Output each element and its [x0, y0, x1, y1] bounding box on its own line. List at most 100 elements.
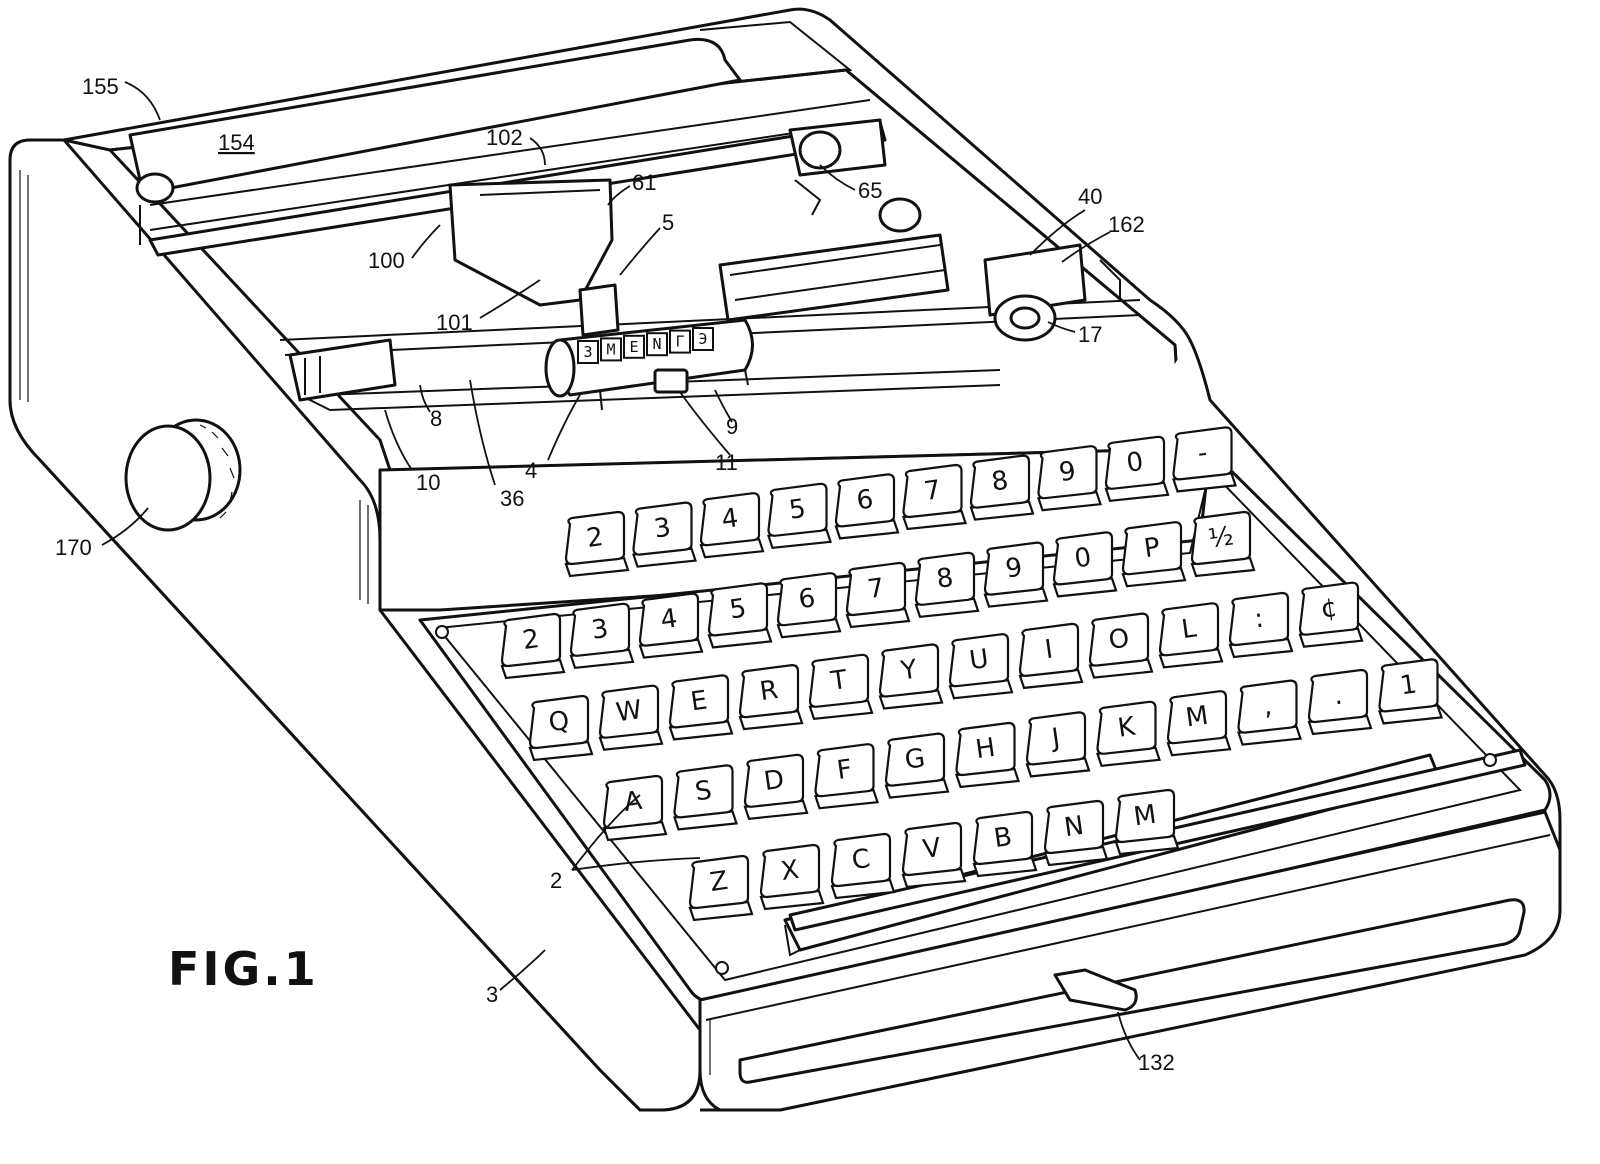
key-face: [1307, 668, 1369, 724]
key-label: 1: [1398, 669, 1419, 701]
key-label: 8: [990, 466, 1011, 498]
key-label: ½: [1206, 521, 1235, 554]
key-label: G: [903, 743, 927, 776]
key-upper-0: 2: [500, 612, 566, 680]
key-z-1: X: [759, 843, 825, 911]
key-label: D: [762, 765, 786, 797]
key-face: [564, 510, 626, 566]
key-face: [969, 454, 1031, 509]
key-upper-9: P: [1121, 521, 1187, 588]
key-face: [688, 854, 750, 910]
label-5: 5: [662, 210, 674, 235]
label-10: 10: [416, 470, 440, 495]
key-top-5: 7: [902, 463, 967, 531]
key-face: [1121, 521, 1183, 576]
key-label: 5: [728, 593, 749, 625]
key-upper-10: ½: [1190, 510, 1256, 578]
drum-cell: [692, 327, 714, 351]
key-q-2: E: [668, 674, 734, 741]
key-q-3: R: [738, 663, 804, 731]
key-face: [673, 764, 734, 819]
key-face: [1378, 658, 1439, 713]
key-upper-2: 4: [638, 592, 704, 659]
key-label: 4: [659, 604, 680, 636]
drum-character: E: [629, 338, 638, 356]
key-label: Q: [547, 706, 571, 739]
label-61: 61: [632, 170, 656, 195]
key-label: W: [614, 695, 644, 728]
drum-character: N: [652, 335, 661, 353]
key-top-8: 0: [1104, 435, 1170, 502]
label-101: 101: [436, 310, 473, 335]
key-label: B: [992, 822, 1014, 854]
key-label: 8: [935, 563, 956, 595]
figure-title: FIG.1: [168, 942, 319, 996]
key-label: N: [1062, 811, 1085, 843]
key-face: [1052, 531, 1114, 586]
key-z-2: C: [830, 832, 896, 900]
key-q-6: U: [948, 633, 1014, 700]
key-label: 2: [585, 522, 606, 554]
drum-character: 3: [583, 343, 592, 361]
key-face: [845, 561, 907, 617]
key-label: H: [974, 733, 998, 765]
key-upper-5: 7: [845, 561, 911, 629]
key-q-8: O: [1088, 612, 1154, 679]
label-3: 3: [486, 982, 498, 1007]
key-upper-1: 3: [569, 602, 635, 669]
label-17: 17: [1078, 322, 1102, 347]
key-label: 3: [590, 614, 611, 646]
key-label: 7: [922, 475, 943, 507]
key-label: K: [1116, 712, 1138, 744]
key-a-8: M: [1166, 690, 1232, 757]
label-162: 162: [1108, 212, 1145, 237]
key-z-3: V: [901, 821, 967, 889]
key-label: P: [1142, 532, 1162, 564]
key-face: [598, 684, 660, 739]
key-face: [948, 633, 1010, 688]
label-4: 4: [525, 458, 537, 483]
key-label: .: [1332, 681, 1344, 712]
reference-labels: 155 154 102 61 5 65 40 162 100 101 17 8 …: [55, 74, 1175, 1075]
key-z-4: B: [972, 810, 1038, 878]
key-face: [1043, 799, 1105, 855]
key-face: [814, 743, 875, 798]
key-label: 0: [1073, 542, 1094, 574]
key-a-2: D: [743, 753, 809, 820]
key-q-4: T: [808, 653, 874, 720]
key-label: 3: [652, 513, 673, 545]
key-label: I: [1043, 635, 1055, 666]
key-label: 2: [521, 624, 542, 656]
key-z-0: Z: [688, 854, 754, 922]
drum-cell: [600, 337, 622, 362]
drum-cell: [669, 329, 691, 354]
key-z-5: N: [1043, 799, 1109, 867]
key-face: [830, 832, 892, 888]
key-label: 0: [1125, 447, 1146, 479]
key-face: [1172, 426, 1233, 481]
key-face: [500, 612, 562, 668]
key-face: [699, 492, 761, 547]
key-a-10: .: [1307, 668, 1373, 736]
key-face: [1228, 591, 1290, 647]
key-face: [972, 810, 1034, 866]
key-label: 7: [866, 573, 887, 605]
key-face: [738, 663, 800, 719]
key-face: [1114, 788, 1176, 844]
drum-cell: [577, 340, 599, 364]
key-label: M: [1184, 701, 1210, 734]
key-label: L: [1180, 613, 1199, 645]
key-top-0: 2: [564, 510, 630, 578]
key-label: 5: [787, 494, 808, 526]
key-a-7: K: [1096, 700, 1161, 767]
drum-character: M: [606, 340, 615, 358]
key-a-1: S: [673, 764, 738, 831]
key-a-6: J: [1025, 711, 1091, 778]
key-a-3: F: [814, 743, 879, 810]
key-label: R: [758, 675, 780, 707]
key-label: :: [1253, 604, 1266, 635]
drum-character: Э: [698, 330, 707, 348]
key-top-7: 9: [1037, 445, 1102, 512]
key-face: [1037, 445, 1098, 500]
